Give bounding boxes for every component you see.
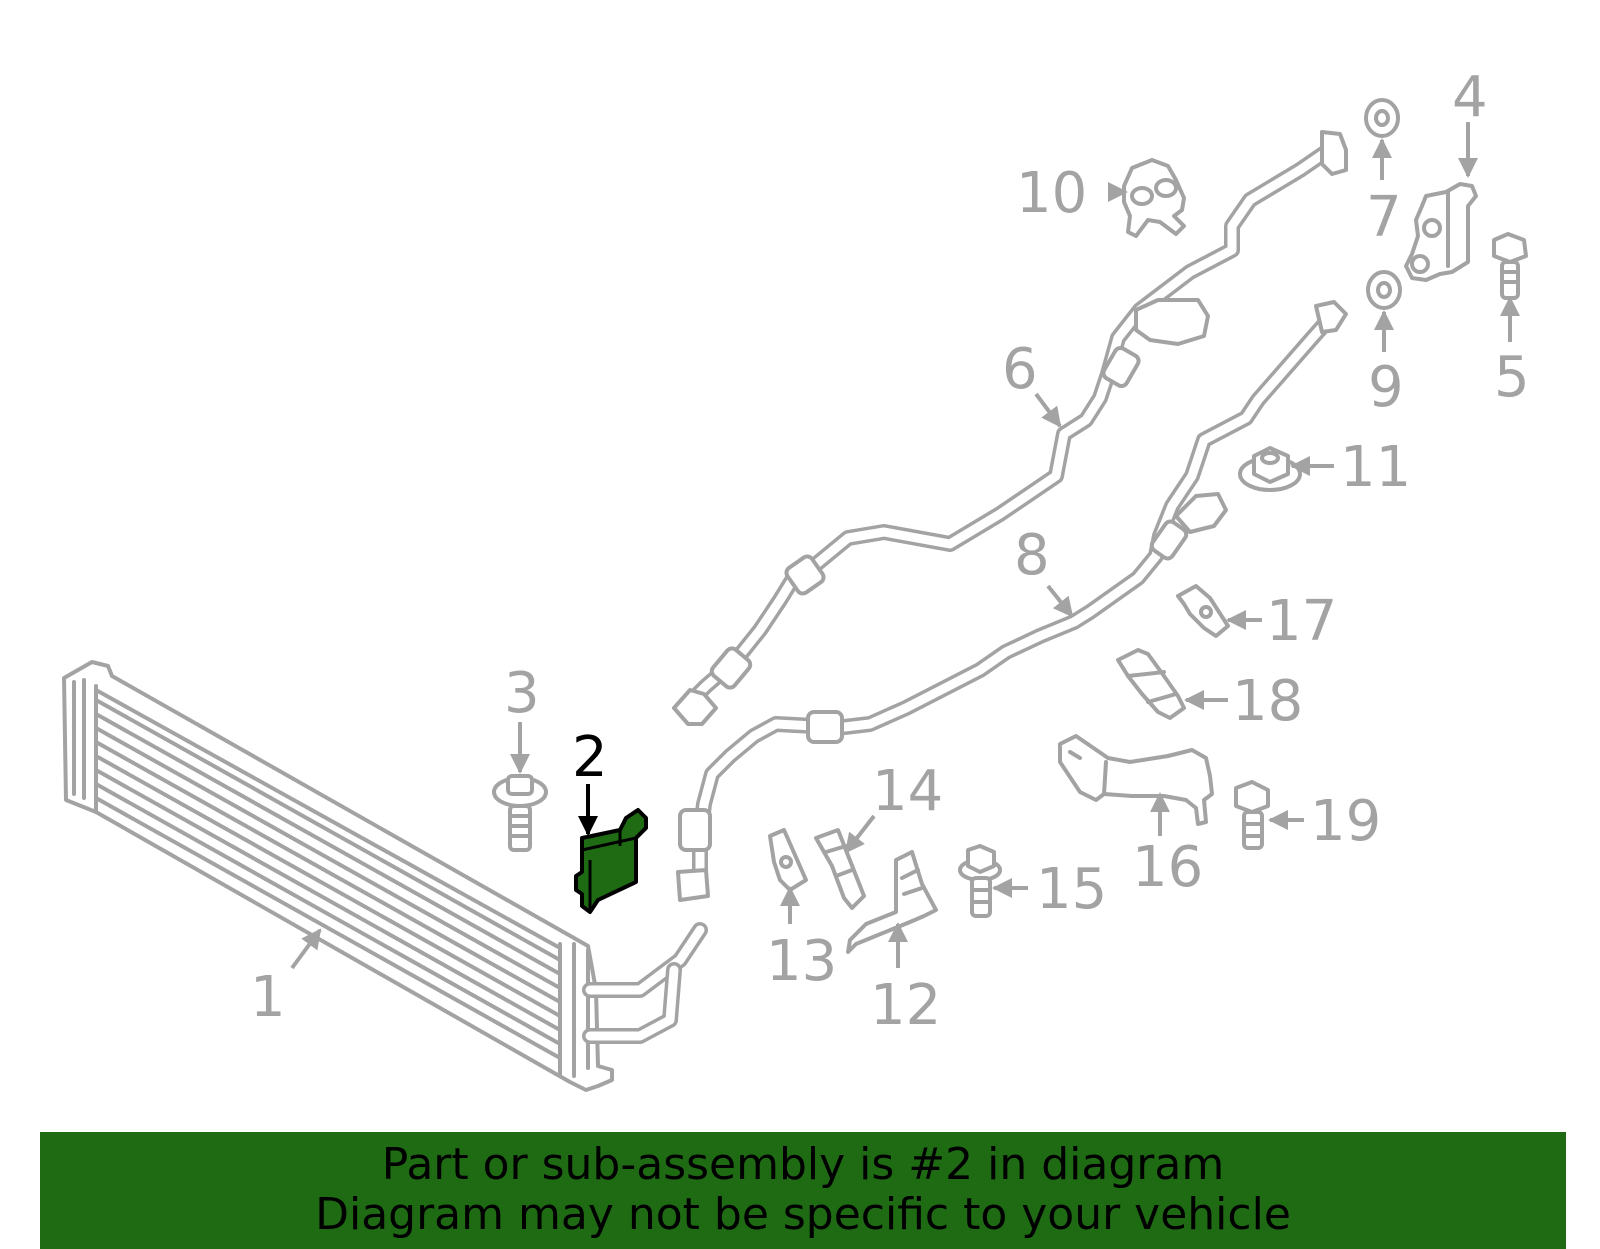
part-2-bracket-highlighted[interactable] bbox=[574, 808, 648, 914]
leader-1 bbox=[290, 928, 322, 970]
part-17-clip[interactable] bbox=[1176, 584, 1230, 638]
callout-1[interactable]: 1 bbox=[250, 965, 286, 1030]
callout-16[interactable]: 16 bbox=[1132, 835, 1203, 900]
callout-19[interactable]: 19 bbox=[1310, 789, 1381, 854]
callout-11[interactable]: 11 bbox=[1340, 435, 1411, 500]
part-7-washer[interactable] bbox=[1364, 98, 1400, 138]
leader-6 bbox=[1034, 392, 1062, 428]
notice-banner: Part or sub-assembly is #2 in diagram Di… bbox=[40, 1132, 1566, 1249]
part-1-oil-cooler[interactable] bbox=[62, 660, 708, 1092]
leader-lines bbox=[290, 122, 1520, 970]
callout-15[interactable]: 15 bbox=[1036, 857, 1107, 922]
part-3-bolt[interactable] bbox=[492, 774, 548, 852]
part-10-flange-fitting[interactable] bbox=[1122, 158, 1186, 238]
part-18-clip[interactable] bbox=[1116, 648, 1186, 720]
leader-14 bbox=[844, 814, 876, 854]
notice-line-disclaimer: Diagram may not be specific to your vehi… bbox=[315, 1189, 1291, 1240]
leader-8 bbox=[1046, 584, 1074, 618]
callout-numbers: 1 2 3 4 5 6 7 8 9 10 11 12 13 14 15 16 1… bbox=[250, 65, 1530, 1038]
part-4-fitting[interactable] bbox=[1404, 182, 1478, 282]
part-14-clip[interactable] bbox=[814, 828, 866, 910]
part-16-bracket[interactable] bbox=[1058, 734, 1214, 826]
callout-5[interactable]: 5 bbox=[1494, 345, 1530, 410]
callout-12[interactable]: 12 bbox=[870, 973, 941, 1038]
callout-8[interactable]: 8 bbox=[1014, 523, 1050, 588]
part-8-lower-oil-line[interactable] bbox=[676, 300, 1348, 902]
callout-3[interactable]: 3 bbox=[504, 661, 540, 726]
part-13-clip[interactable] bbox=[768, 828, 808, 892]
callout-2[interactable]: 2 bbox=[572, 725, 608, 790]
part-15-bolt[interactable] bbox=[958, 844, 1002, 918]
part-19-bolt[interactable] bbox=[1234, 780, 1270, 850]
callout-18[interactable]: 18 bbox=[1232, 669, 1303, 734]
callout-10[interactable]: 10 bbox=[1016, 161, 1087, 226]
callout-7[interactable]: 7 bbox=[1366, 185, 1402, 250]
part-9-washer[interactable] bbox=[1366, 270, 1402, 310]
callout-9[interactable]: 9 bbox=[1368, 355, 1404, 420]
callout-13[interactable]: 13 bbox=[766, 929, 837, 994]
part-5-bolt[interactable] bbox=[1492, 232, 1528, 300]
notice-line-part: Part or sub-assembly is #2 in diagram bbox=[381, 1139, 1225, 1190]
callout-14[interactable]: 14 bbox=[872, 759, 943, 824]
part-12-bracket[interactable] bbox=[846, 850, 938, 954]
part-11-flange-nut[interactable] bbox=[1238, 446, 1302, 492]
part-6-upper-oil-line[interactable] bbox=[672, 130, 1348, 726]
callout-17[interactable]: 17 bbox=[1266, 589, 1337, 654]
callout-4[interactable]: 4 bbox=[1452, 65, 1488, 130]
callout-6[interactable]: 6 bbox=[1002, 337, 1038, 402]
